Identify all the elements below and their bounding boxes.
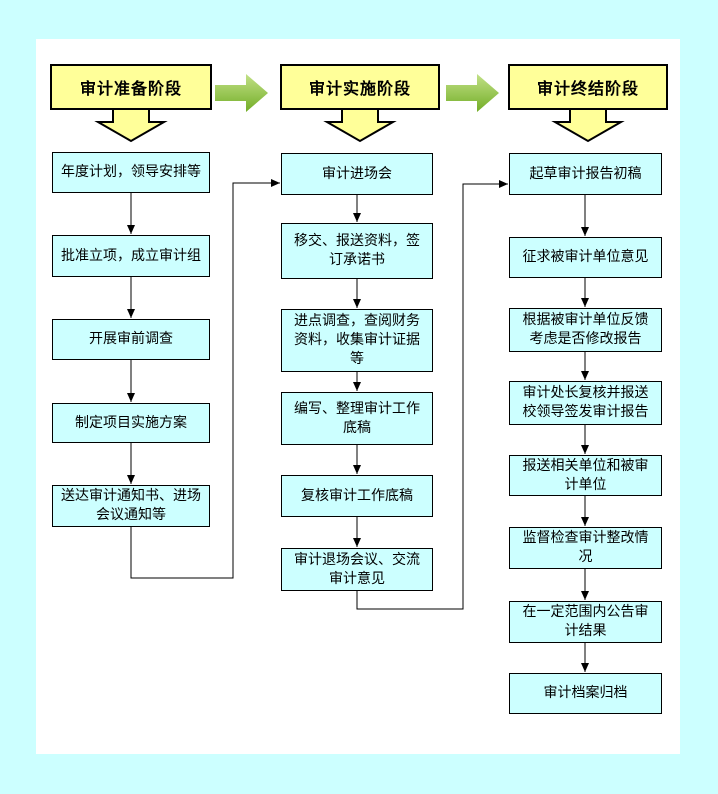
step-prep-5: 送达审计通知书、进场 会议通知等 [52,485,210,527]
step-concl-3: 根据被审计单位反馈 考虑是否修改报告 [509,308,662,352]
phase-header-preparation: 审计准备阶段 [50,64,212,110]
step-impl-2: 移交、报送资料，签 订承诺书 [281,223,433,279]
step-prep-1: 年度计划，领导安排等 [52,152,210,193]
step-concl-1: 起草审计报告初稿 [509,153,662,195]
step-concl-8: 审计档案归档 [509,673,662,714]
step-impl-3: 进点调查，查阅财务 资料，收集审计证据 等 [281,309,433,372]
step-concl-6: 监督检查审计整改情 况 [509,527,662,569]
step-concl-4: 审计处长复核并报送 校领导签发审计报告 [509,381,662,425]
step-impl-5: 复核审计工作底稿 [281,475,433,517]
step-concl-7: 在一定范围内公告审 计结果 [509,601,662,643]
step-impl-1: 审计进场会 [281,153,433,195]
step-prep-4: 制定项目实施方案 [52,403,210,443]
step-impl-6: 审计退场会议、交流 审计意见 [281,548,433,591]
phase-header-conclusion: 审计终结阶段 [508,64,668,110]
step-prep-2: 批准立项，成立审计组 [52,235,210,277]
step-prep-3: 开展审前调查 [52,319,210,360]
step-concl-2: 征求被审计单位意见 [509,237,662,278]
step-impl-4: 编写、整理审计工作 底稿 [281,392,433,445]
phase-header-implementation: 审计实施阶段 [280,64,440,110]
step-concl-5: 报送相关单位和被审 计单位 [509,455,662,496]
